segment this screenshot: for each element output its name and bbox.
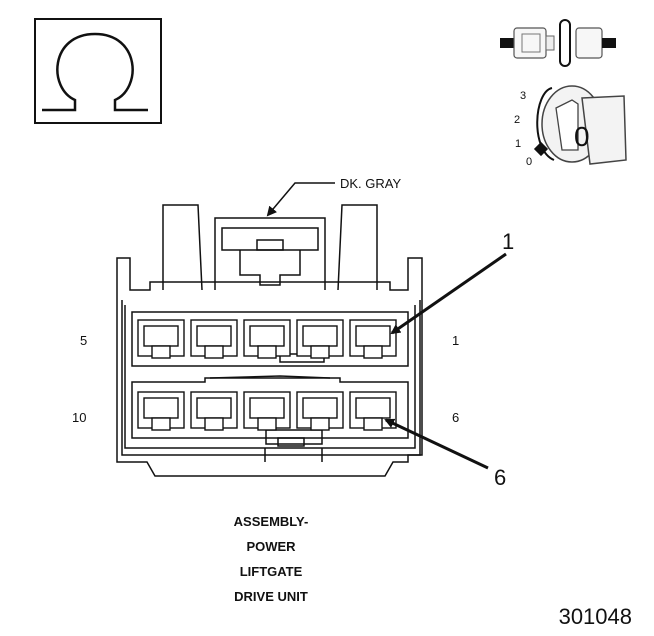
- caption-line-2: POWER: [246, 539, 296, 554]
- cavity-6: [349, 391, 397, 431]
- callout-arrow-6: [384, 418, 489, 470]
- ohm-symbol-icon: [42, 32, 148, 112]
- cavity-2: [296, 319, 344, 359]
- ignition-position-2: 2: [514, 114, 520, 126]
- cavity-4: [190, 319, 238, 359]
- cavity-7: [296, 391, 344, 431]
- pin-label-6: 6: [452, 410, 459, 425]
- component-caption: ASSEMBLY- POWER LIFTGATE DRIVE UNIT: [234, 514, 309, 604]
- connector-body: [116, 204, 423, 477]
- cavity-8: [243, 391, 291, 431]
- ignition-key-position: 0: [574, 121, 590, 152]
- pin-label-1: 1: [452, 333, 459, 348]
- pin-label-5: 5: [80, 333, 87, 348]
- cavity-9: [190, 391, 238, 431]
- ignition-position-1: 1: [515, 138, 521, 150]
- connector-color-label: DK. GRAY: [340, 176, 401, 191]
- cavity-10: [137, 391, 185, 431]
- cavity-3: [243, 319, 291, 359]
- disconnected-connector-icon: [500, 19, 616, 67]
- callout-1: 1: [502, 229, 514, 254]
- color-label-leader: [266, 182, 335, 217]
- callout-arrow-1: [390, 252, 507, 335]
- caption-line-4: DRIVE UNIT: [234, 589, 308, 604]
- callout-6: 6: [494, 465, 506, 490]
- ohmmeter-symbol: [34, 18, 162, 124]
- ignition-position-0: 0: [526, 156, 532, 168]
- cavity-row-1: [137, 319, 397, 359]
- pin-label-10: 10: [72, 410, 86, 425]
- caption-line-3: LIFTGATE: [240, 564, 303, 579]
- cavity-row-2: [137, 391, 397, 431]
- figure-number: 301048: [559, 604, 632, 629]
- caption-line-1: ASSEMBLY-: [234, 514, 309, 529]
- cavity-5: [137, 319, 185, 359]
- cavity-1: [349, 319, 397, 359]
- ignition-switch-icon: 3 2 1 0 0: [514, 85, 627, 168]
- ignition-position-3: 3: [520, 90, 526, 102]
